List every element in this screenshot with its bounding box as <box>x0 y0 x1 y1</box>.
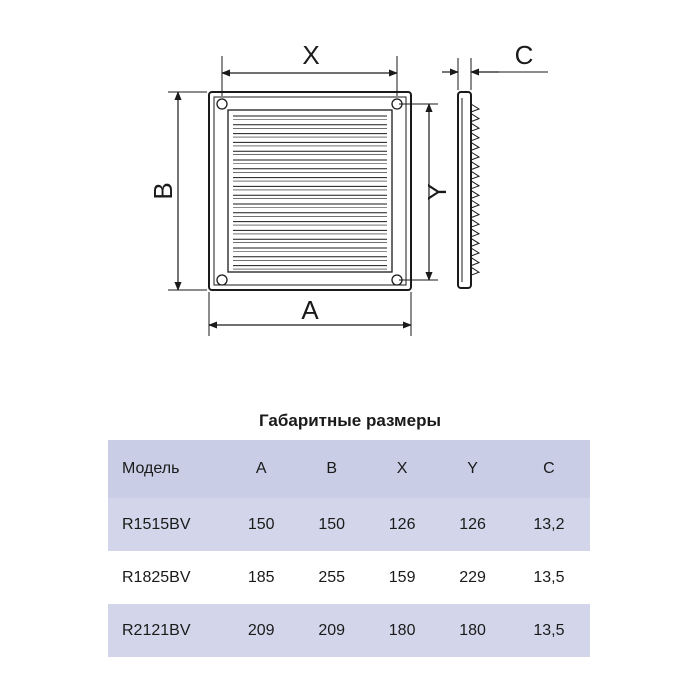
cell-x: 126 <box>366 498 438 551</box>
table-row: R1515BV 150 150 126 126 13,2 <box>108 498 590 551</box>
cell-c: 13,5 <box>507 604 590 657</box>
table-row: R2121BV 209 209 180 180 13,5 <box>108 604 590 657</box>
cell-y: 229 <box>459 568 486 586</box>
header-x: X <box>366 440 438 498</box>
cell-y: 126 <box>437 498 508 551</box>
label-c: C <box>515 40 534 70</box>
louver-slats <box>233 115 387 270</box>
table-header-row: Модель A B X Y C <box>108 440 590 498</box>
cell-model: R1825BV <box>122 568 191 586</box>
cell-a: 209 <box>226 604 297 657</box>
cell-model: R2121BV <box>108 604 226 657</box>
cell-y: 180 <box>437 604 508 657</box>
header-b: B <box>296 440 367 498</box>
grille-side-view <box>457 91 481 289</box>
cell-c: 13,5 <box>533 568 565 586</box>
cell-b: 209 <box>296 604 367 657</box>
cell-model: R1515BV <box>108 498 226 551</box>
cell-x: 180 <box>366 604 438 657</box>
mount-hole-top-left <box>216 98 228 110</box>
cell-c: 13,2 <box>507 498 590 551</box>
dimension-y <box>399 103 438 281</box>
header-c: C <box>507 440 590 498</box>
header-a: A <box>226 440 297 498</box>
label-y: Y <box>422 183 452 200</box>
dimension-a <box>208 292 412 336</box>
table-title: Габаритные размеры <box>259 411 441 430</box>
label-x: X <box>302 40 319 70</box>
cell-a: 185 <box>247 568 275 586</box>
dimension-c <box>442 58 548 90</box>
header-model: Модель <box>108 440 226 498</box>
cell-b: 255 <box>318 568 346 586</box>
grille-front-view <box>208 91 412 291</box>
cell-a: 150 <box>226 498 297 551</box>
dimension-b <box>168 91 207 291</box>
mount-hole-bottom-left <box>216 274 228 286</box>
louver-fins <box>470 103 481 276</box>
header-y: Y <box>437 440 508 498</box>
dimension-x <box>221 56 398 96</box>
label-b: B <box>148 182 178 199</box>
label-a: A <box>301 295 319 325</box>
cell-b: 150 <box>296 498 367 551</box>
dimensions-table: Модель A B X Y C R1515BV 150 150 126 126… <box>108 440 590 657</box>
grille-technical-drawing: X A B Y C <box>148 40 548 336</box>
cell-x: 159 <box>388 568 416 586</box>
table-row: R1825BV 185 255 159 229 13,5 <box>108 551 590 604</box>
